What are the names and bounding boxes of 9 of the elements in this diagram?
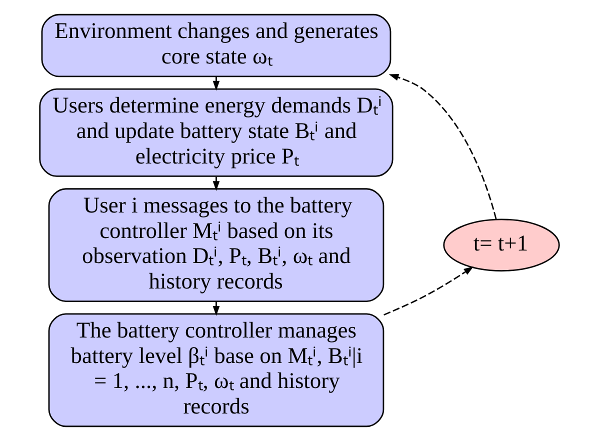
node-box: User i messages to the battery controller Mₜⁱ based on its observation Dₜⁱ, Pₜ, Bₜⁱ, ωₜ and history records <box>48 188 384 302</box>
arrow <box>384 266 474 315</box>
node-box: The battery controller manages battery level βₜⁱ base on Mₜⁱ, Bₜⁱ|i = 1, ..., n, Pₜ, ωₜ and history records <box>48 312 384 427</box>
node-box: Users determine energy demands Dₜⁱ and update battery state Bₜⁱ and electricity price Pₜ <box>39 88 394 176</box>
arrow <box>212 76 220 90</box>
node-box: Environment changes and generates core state ωₜ <box>41 13 392 77</box>
arrow <box>212 301 220 316</box>
arrow <box>388 74 497 219</box>
node-ellipse: t= t+1 <box>443 218 560 271</box>
